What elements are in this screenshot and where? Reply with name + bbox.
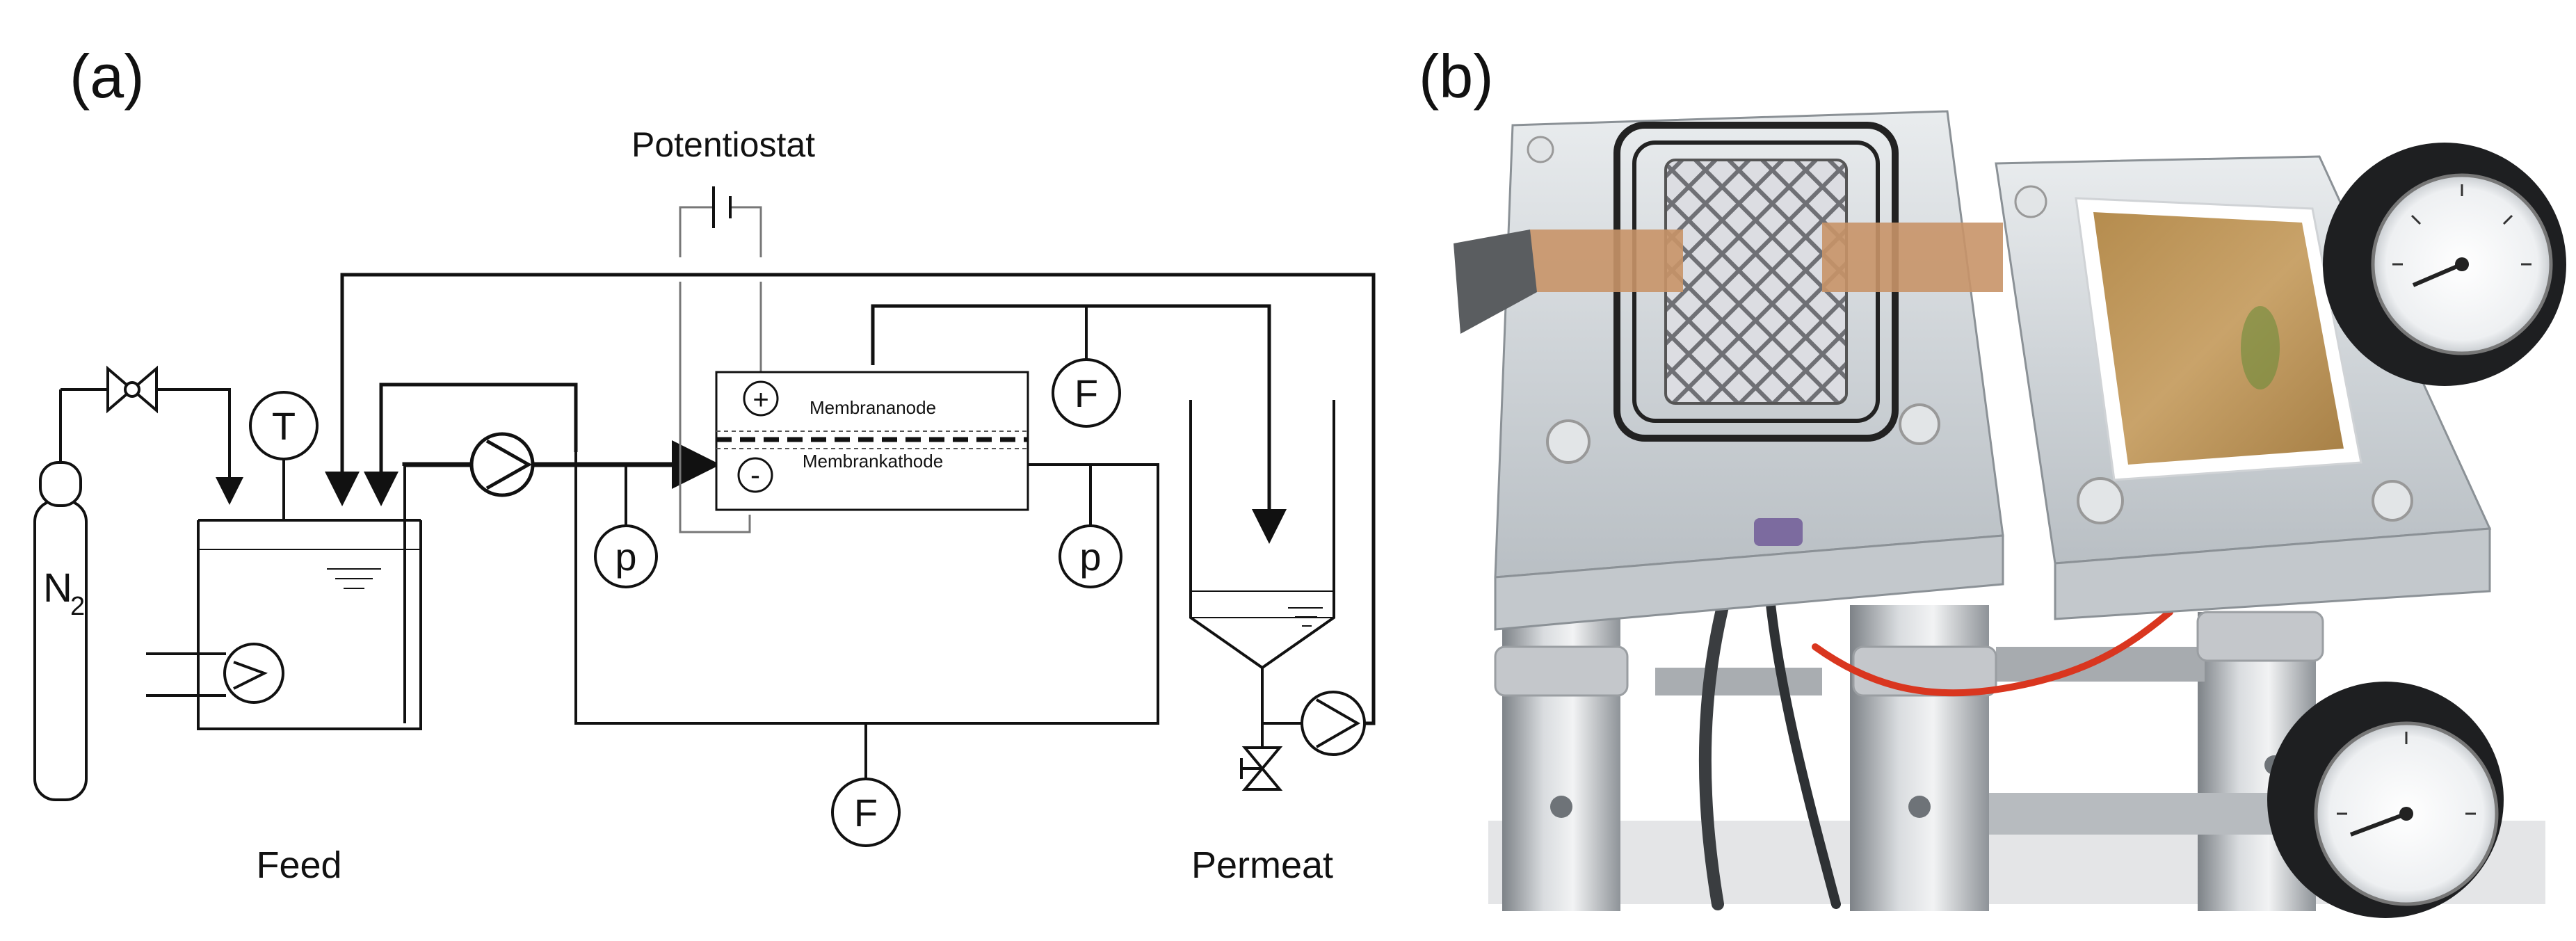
feed-pressure-gauge: [594, 524, 658, 588]
bypass-flow-meter: [831, 778, 901, 847]
feed-label: Feed: [256, 844, 341, 886]
panel-b-label: (b): [1419, 42, 1494, 111]
copper-tape-left: [1530, 230, 1683, 292]
retentate-pressure-label: p: [1079, 535, 1101, 579]
drain-valve-icon: [1240, 746, 1283, 791]
permeate-label: Permeat: [1191, 844, 1333, 886]
setup-photo: (b): [1419, 42, 2566, 918]
nitrogen-subscript: 2: [70, 592, 85, 621]
cathode-terminal: [737, 457, 773, 493]
anode-terminal: [743, 380, 779, 417]
anode-sign: +: [752, 385, 768, 415]
process-schematic: (a) N 2: [33, 42, 1376, 886]
membrane-cathode-label: Membrankathode: [803, 451, 943, 472]
membrane-cell-left: [1454, 110, 2004, 631]
heat-exchanger-icon: [146, 643, 284, 704]
nitrogen-cylinder: [33, 389, 88, 801]
permeate-vessel: [1189, 400, 1335, 748]
membrane-felt: [2093, 212, 2344, 465]
pressure-gauge-bottom: [2267, 682, 2504, 918]
cathode-sign: -: [750, 458, 760, 491]
membrane-anode-label: Membrananode: [810, 397, 936, 418]
temperature-label: T: [272, 404, 296, 448]
membrane-cell-right: [1995, 155, 2492, 620]
tubing: [1698, 592, 2173, 910]
temperature-sensor: [249, 391, 319, 460]
panel-a-label: (a): [70, 42, 145, 111]
feed-pressure-label: p: [615, 535, 636, 579]
copper-tape-right: [1822, 223, 2003, 292]
bypass-flow-label: F: [854, 791, 878, 835]
nitrogen-label: N: [43, 565, 72, 611]
feed-tank: [197, 466, 422, 730]
tube-fitting: [1754, 518, 1803, 546]
battery-icon: [712, 186, 732, 228]
electrode-tab: [1454, 230, 1537, 334]
feed-pump-icon: [469, 432, 535, 497]
gas-valve-icon: [106, 365, 158, 414]
retentate-pressure-gauge: [1058, 524, 1122, 588]
potentiostat-label: Potentiostat: [631, 125, 815, 164]
pressure-gauge-top: [2323, 143, 2566, 386]
permeate-pump-icon: [1301, 691, 1366, 756]
permeate-flow-meter: [1052, 358, 1121, 428]
permeate-flow-label: F: [1074, 371, 1098, 415]
aluminium-frame: [1494, 605, 2324, 911]
